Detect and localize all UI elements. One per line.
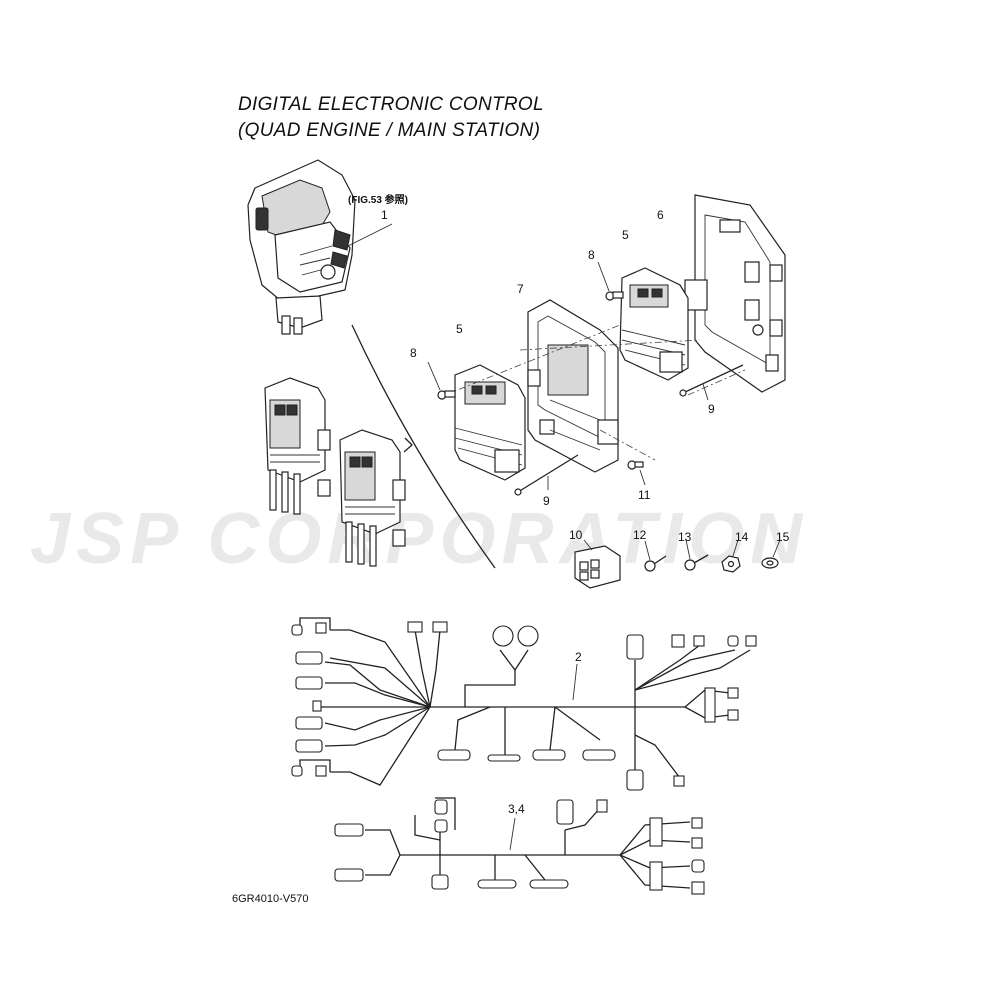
ecu-module-upper[interactable]: [619, 267, 689, 381]
nut-part[interactable]: [721, 539, 741, 573]
callout-7: 7: [517, 282, 524, 296]
callout-9-upper: 9: [708, 402, 715, 416]
callout-6: 6: [657, 208, 664, 222]
wire-harness-sub[interactable]: [365, 797, 691, 889]
bracket-tick: [403, 437, 413, 453]
callout-14: 14: [735, 530, 749, 544]
screw-13-part[interactable]: [684, 539, 709, 571]
callout-8-lower: 8: [410, 346, 417, 360]
ecu-frame-part[interactable]: [527, 299, 619, 473]
callout-3-4: 3,4: [508, 802, 525, 816]
alignment-line: [444, 324, 621, 396]
callout-12: 12: [633, 528, 647, 542]
figure-reference: (FIG.53 参照): [348, 195, 409, 206]
long-bolt-part[interactable]: [679, 364, 744, 401]
callout-2: 2: [575, 650, 582, 664]
callout-9-lower: 9: [543, 494, 550, 508]
diagram-title: DIGITAL ELECTRONIC CONTROL: [238, 94, 544, 115]
callout-5-upper: 5: [622, 228, 629, 242]
callout-11: 11: [638, 488, 651, 502]
group-bracket: [351, 324, 496, 569]
harness-connectors-sub: [334, 799, 705, 895]
drawing-code: 6GR4010-V570: [232, 893, 309, 905]
washer-part[interactable]: [761, 539, 781, 569]
alignment-line: [687, 369, 746, 396]
watermark-text: JSP CORPORATION: [30, 499, 809, 579]
wire-harness-main[interactable]: [299, 617, 751, 786]
alignment-line: [519, 339, 701, 351]
screw-12-part[interactable]: [644, 540, 667, 572]
connector-housing-part[interactable]: [574, 539, 621, 589]
ecu-module-lower[interactable]: [454, 364, 526, 481]
callout-8-upper: 8: [588, 248, 595, 262]
control-lever-part[interactable]: [247, 159, 393, 335]
ecu-assembly-left[interactable]: [264, 377, 406, 567]
harness-connectors-main: [291, 621, 757, 791]
alignment-line: [599, 429, 656, 461]
screw-part[interactable]: [627, 460, 646, 486]
callout-5-lower: 5: [456, 322, 463, 336]
bracket-plate-part[interactable]: [684, 194, 786, 393]
callout-1: 1: [381, 208, 388, 222]
long-bolt-part[interactable]: [514, 454, 579, 496]
bolt-part[interactable]: [427, 361, 456, 400]
callout-15: 15: [776, 530, 790, 544]
callout-13: 13: [678, 530, 692, 544]
callout-10: 10: [569, 528, 583, 542]
bolt-part[interactable]: [597, 261, 624, 301]
diagram-subtitle: (QUAD ENGINE / MAIN STATION): [238, 120, 541, 141]
